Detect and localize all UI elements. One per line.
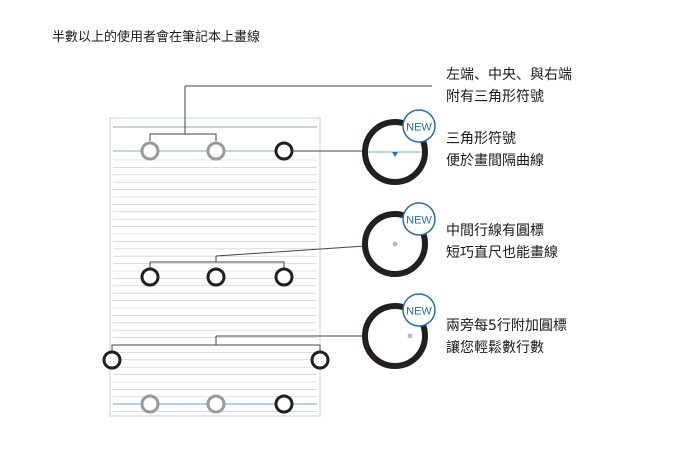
marker-left-gray	[140, 141, 160, 161]
top-note-line-2: 附有三角形符號	[446, 89, 544, 105]
callout-1-text: 三角形符號 便於畫間隔曲線	[446, 128, 544, 172]
callout-3-line-1: 兩旁每5行附加圓標	[446, 318, 567, 334]
page-headline: 半數以上的使用者會在筆記本上畫線	[52, 30, 261, 45]
top-note-line-1: 左端、中央、與右端	[446, 67, 572, 83]
marker-row4-left	[140, 394, 160, 414]
callout-1-line-1: 三角形符號	[446, 131, 516, 147]
marker-row3-right	[310, 350, 330, 370]
svg-text:NEW: NEW	[406, 122, 432, 134]
page-border	[109, 117, 321, 417]
svg-text:NEW: NEW	[406, 215, 432, 227]
new-badge-3: NEW	[402, 293, 436, 327]
marker-right-dark	[274, 141, 294, 161]
new-badge-1: NEW	[402, 109, 436, 143]
callout-1-line-2: 便於畫間隔曲線	[446, 153, 544, 169]
marker-row2-right	[274, 267, 294, 287]
callout-2-line-2: 短巧直尺也能畫線	[446, 245, 558, 261]
marker-row3-left	[102, 350, 122, 370]
marker-row4-center	[206, 394, 226, 414]
svg-text:NEW: NEW	[406, 306, 432, 318]
marker-row2-left	[140, 267, 160, 287]
top-bracket	[149, 85, 432, 141]
marker-row4-right	[274, 394, 294, 414]
notebook-page	[109, 117, 321, 417]
top-note: 左端、中央、與右端 附有三角形符號	[446, 64, 572, 108]
new-badge-2: NEW	[402, 202, 436, 236]
marker-row2-center	[206, 267, 226, 287]
marker-center-gray	[206, 141, 226, 161]
callout-3-text: 兩旁每5行附加圓標 讓您輕鬆數行數	[446, 315, 567, 359]
callout-2-text: 中間行線有圓標 短巧直尺也能畫線	[446, 220, 558, 264]
callout-2-line-1: 中間行線有圓標	[446, 223, 544, 239]
callout-3-line-2: 讓您輕鬆數行數	[446, 340, 544, 356]
